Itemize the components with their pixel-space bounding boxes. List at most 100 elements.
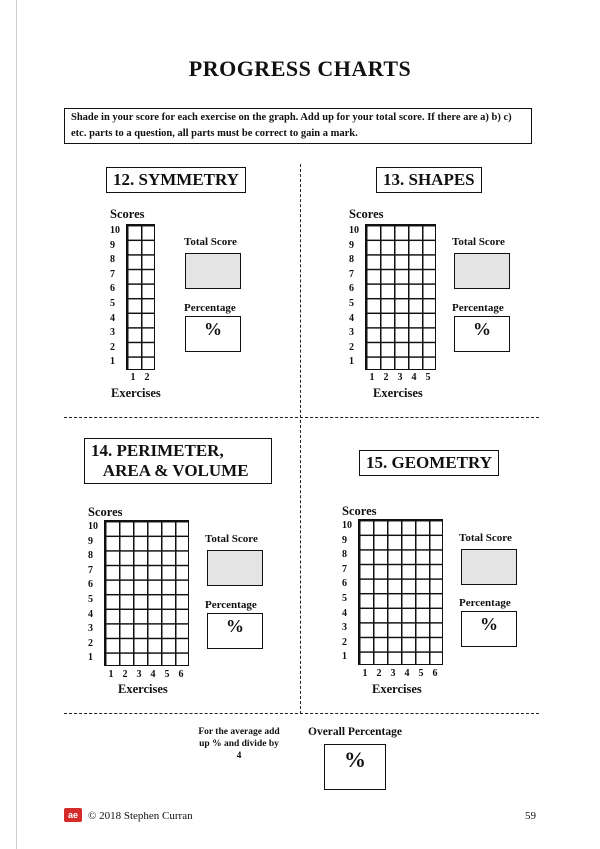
vertical-divider (300, 164, 301, 714)
y-tick-label: 5 (110, 298, 115, 309)
exercises-label: Exercises (118, 682, 168, 696)
overall-percentage-box[interactable]: % (324, 744, 386, 790)
y-tick-label: 8 (88, 550, 93, 562)
score-grid[interactable] (104, 520, 189, 666)
percentage-box[interactable]: % (454, 316, 510, 352)
instructions-box: Shade in your score for each exercise on… (64, 108, 532, 144)
percentage-box[interactable]: % (461, 611, 517, 647)
y-tick-label: 2 (88, 637, 93, 649)
x-tick-label: 3 (390, 668, 396, 679)
y-tick-label: 10 (342, 520, 352, 531)
percentage-label: Percentage (184, 302, 236, 314)
x-tick-label: 4 (404, 668, 410, 679)
y-tick-label: 4 (110, 312, 115, 324)
section-title: 12. SYMMETRY (106, 167, 246, 193)
total-score-label: Total Score (459, 532, 512, 544)
x-tick-label: 5 (164, 669, 170, 680)
total-score-box[interactable] (454, 253, 510, 289)
total-score-box[interactable] (207, 550, 263, 586)
x-tick-label: 2 (122, 669, 128, 680)
y-tick-label: 5 (342, 593, 347, 604)
section-title: 14. PERIMETER, AREA & VOLUME (84, 438, 272, 484)
publisher-logo: ae (64, 808, 82, 822)
exercises-label: Exercises (111, 386, 161, 400)
y-tick-label: 9 (342, 534, 347, 546)
exercises-label: Exercises (372, 682, 422, 696)
x-tick-label: 4 (411, 372, 417, 383)
y-tick-label: 4 (342, 607, 347, 619)
y-tick-label: 2 (342, 636, 347, 648)
y-tick-label: 7 (349, 268, 354, 280)
total-score-label: Total Score (452, 236, 505, 248)
section-title: 13. SHAPES (376, 167, 482, 193)
y-tick-label: 4 (349, 312, 354, 324)
exercises-label: Exercises (373, 386, 423, 400)
y-tick-label: 1 (88, 652, 93, 664)
total-score-box[interactable] (185, 253, 241, 289)
scores-label: Scores (349, 207, 384, 221)
y-tick-label: 1 (349, 356, 354, 368)
average-note: For the average add up % and divide by 4 (198, 727, 280, 761)
y-tick-label: 3 (349, 327, 354, 339)
y-tick-label: 2 (110, 341, 115, 353)
y-tick-label: 10 (110, 225, 120, 236)
y-tick-label: 9 (88, 535, 93, 547)
section-title: 15. GEOMETRY (359, 450, 499, 476)
y-tick-label: 3 (342, 622, 347, 634)
scores-label: Scores (342, 504, 377, 518)
x-tick-label: 1 (362, 668, 368, 679)
percentage-label: Percentage (205, 599, 257, 611)
x-tick-label: 6 (432, 668, 438, 679)
y-tick-label: 6 (110, 283, 115, 295)
x-tick-label: 2 (383, 372, 389, 383)
y-tick-label: 8 (110, 254, 115, 266)
percentage-box[interactable]: % (207, 613, 263, 649)
score-grid[interactable] (126, 224, 155, 370)
page-title: PROGRESS CHARTS (188, 56, 412, 81)
x-tick-label: 3 (397, 372, 403, 383)
y-tick-label: 9 (349, 239, 354, 251)
x-tick-label: 5 (418, 668, 424, 679)
x-tick-label: 2 (376, 668, 382, 679)
scores-label: Scores (88, 505, 123, 519)
y-tick-label: 9 (110, 239, 115, 251)
y-tick-label: 8 (349, 254, 354, 266)
y-tick-label: 4 (88, 608, 93, 620)
y-tick-label: 1 (342, 651, 347, 663)
y-tick-label: 6 (349, 283, 354, 295)
y-tick-label: 6 (88, 579, 93, 591)
y-tick-label: 10 (88, 521, 98, 532)
y-tick-label: 1 (110, 356, 115, 368)
y-tick-label: 7 (88, 564, 93, 576)
y-tick-label: 3 (110, 327, 115, 339)
overall-percentage-label: Overall Percentage (308, 726, 402, 738)
y-tick-label: 8 (342, 549, 347, 561)
horizontal-divider-bottom (64, 713, 539, 714)
total-score-label: Total Score (184, 236, 237, 248)
y-tick-label: 7 (342, 563, 347, 575)
percentage-label: Percentage (452, 302, 504, 314)
percentage-label: Percentage (459, 597, 511, 609)
x-tick-label: 1 (130, 372, 136, 383)
score-grid[interactable] (358, 519, 443, 665)
x-tick-label: 1 (369, 372, 375, 383)
score-grid[interactable] (365, 224, 436, 370)
scores-label: Scores (110, 207, 145, 221)
x-tick-label: 4 (150, 669, 156, 680)
y-tick-label: 2 (349, 341, 354, 353)
x-tick-label: 3 (136, 669, 142, 680)
y-tick-label: 10 (349, 225, 359, 236)
page-number: 59 (525, 810, 536, 822)
x-tick-label: 1 (108, 669, 114, 680)
y-tick-label: 6 (342, 578, 347, 590)
total-score-label: Total Score (205, 533, 258, 545)
x-tick-label: 5 (425, 372, 431, 383)
y-tick-label: 7 (110, 268, 115, 280)
y-tick-label: 5 (88, 594, 93, 605)
percentage-box[interactable]: % (185, 316, 241, 352)
x-tick-label: 2 (144, 372, 150, 383)
total-score-box[interactable] (461, 549, 517, 585)
copyright-text: © 2018 Stephen Curran (88, 810, 193, 822)
y-tick-label: 5 (349, 298, 354, 309)
y-tick-label: 3 (88, 623, 93, 635)
